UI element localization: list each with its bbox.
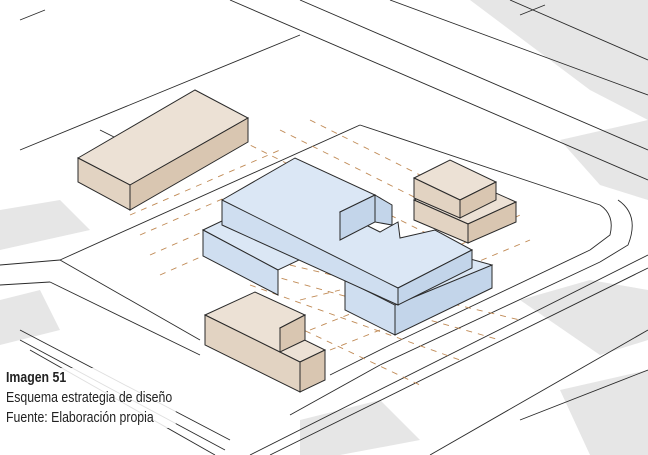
caption-source: Fuente: Elaboración propia — [6, 409, 154, 426]
figure-caption: Imagen 51 Esquema estrategia de diseño F… — [6, 368, 176, 428]
caption-subtitle: Esquema estrategia de diseño — [6, 389, 173, 406]
proposed-building — [201, 157, 494, 336]
existing-building-east — [412, 159, 518, 244]
existing-building-south — [203, 291, 327, 393]
existing-building-northwest — [76, 89, 250, 211]
caption-title: Imagen 51 — [6, 369, 67, 386]
